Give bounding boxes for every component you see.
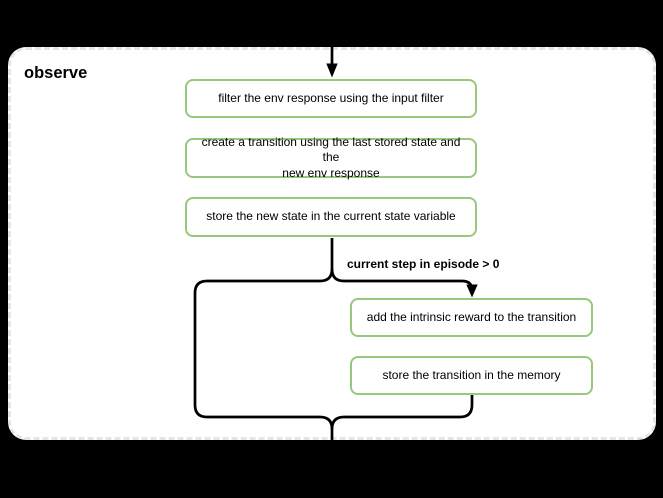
- node-add-intrinsic-reward: add the intrinsic reward to the transiti…: [350, 298, 593, 337]
- condition-label: current step in episode > 0: [347, 257, 500, 271]
- node-store-new-state: store the new state in the current state…: [185, 197, 477, 237]
- node-label: store the new state in the current state…: [206, 209, 456, 224]
- node-label: create a transition using the last store…: [201, 134, 461, 180]
- group-title: observe: [24, 64, 88, 82]
- node-filter-env-response: filter the env response using the input …: [185, 79, 477, 118]
- node-label: add the intrinsic reward to the transiti…: [366, 309, 577, 324]
- node-create-transition: create a transition using the last store…: [185, 135, 477, 180]
- node-label: filter the env response using the input …: [218, 90, 444, 105]
- node-label: store the transition in the memory: [382, 367, 561, 382]
- node-store-transition: store the transition in the memory: [350, 356, 593, 395]
